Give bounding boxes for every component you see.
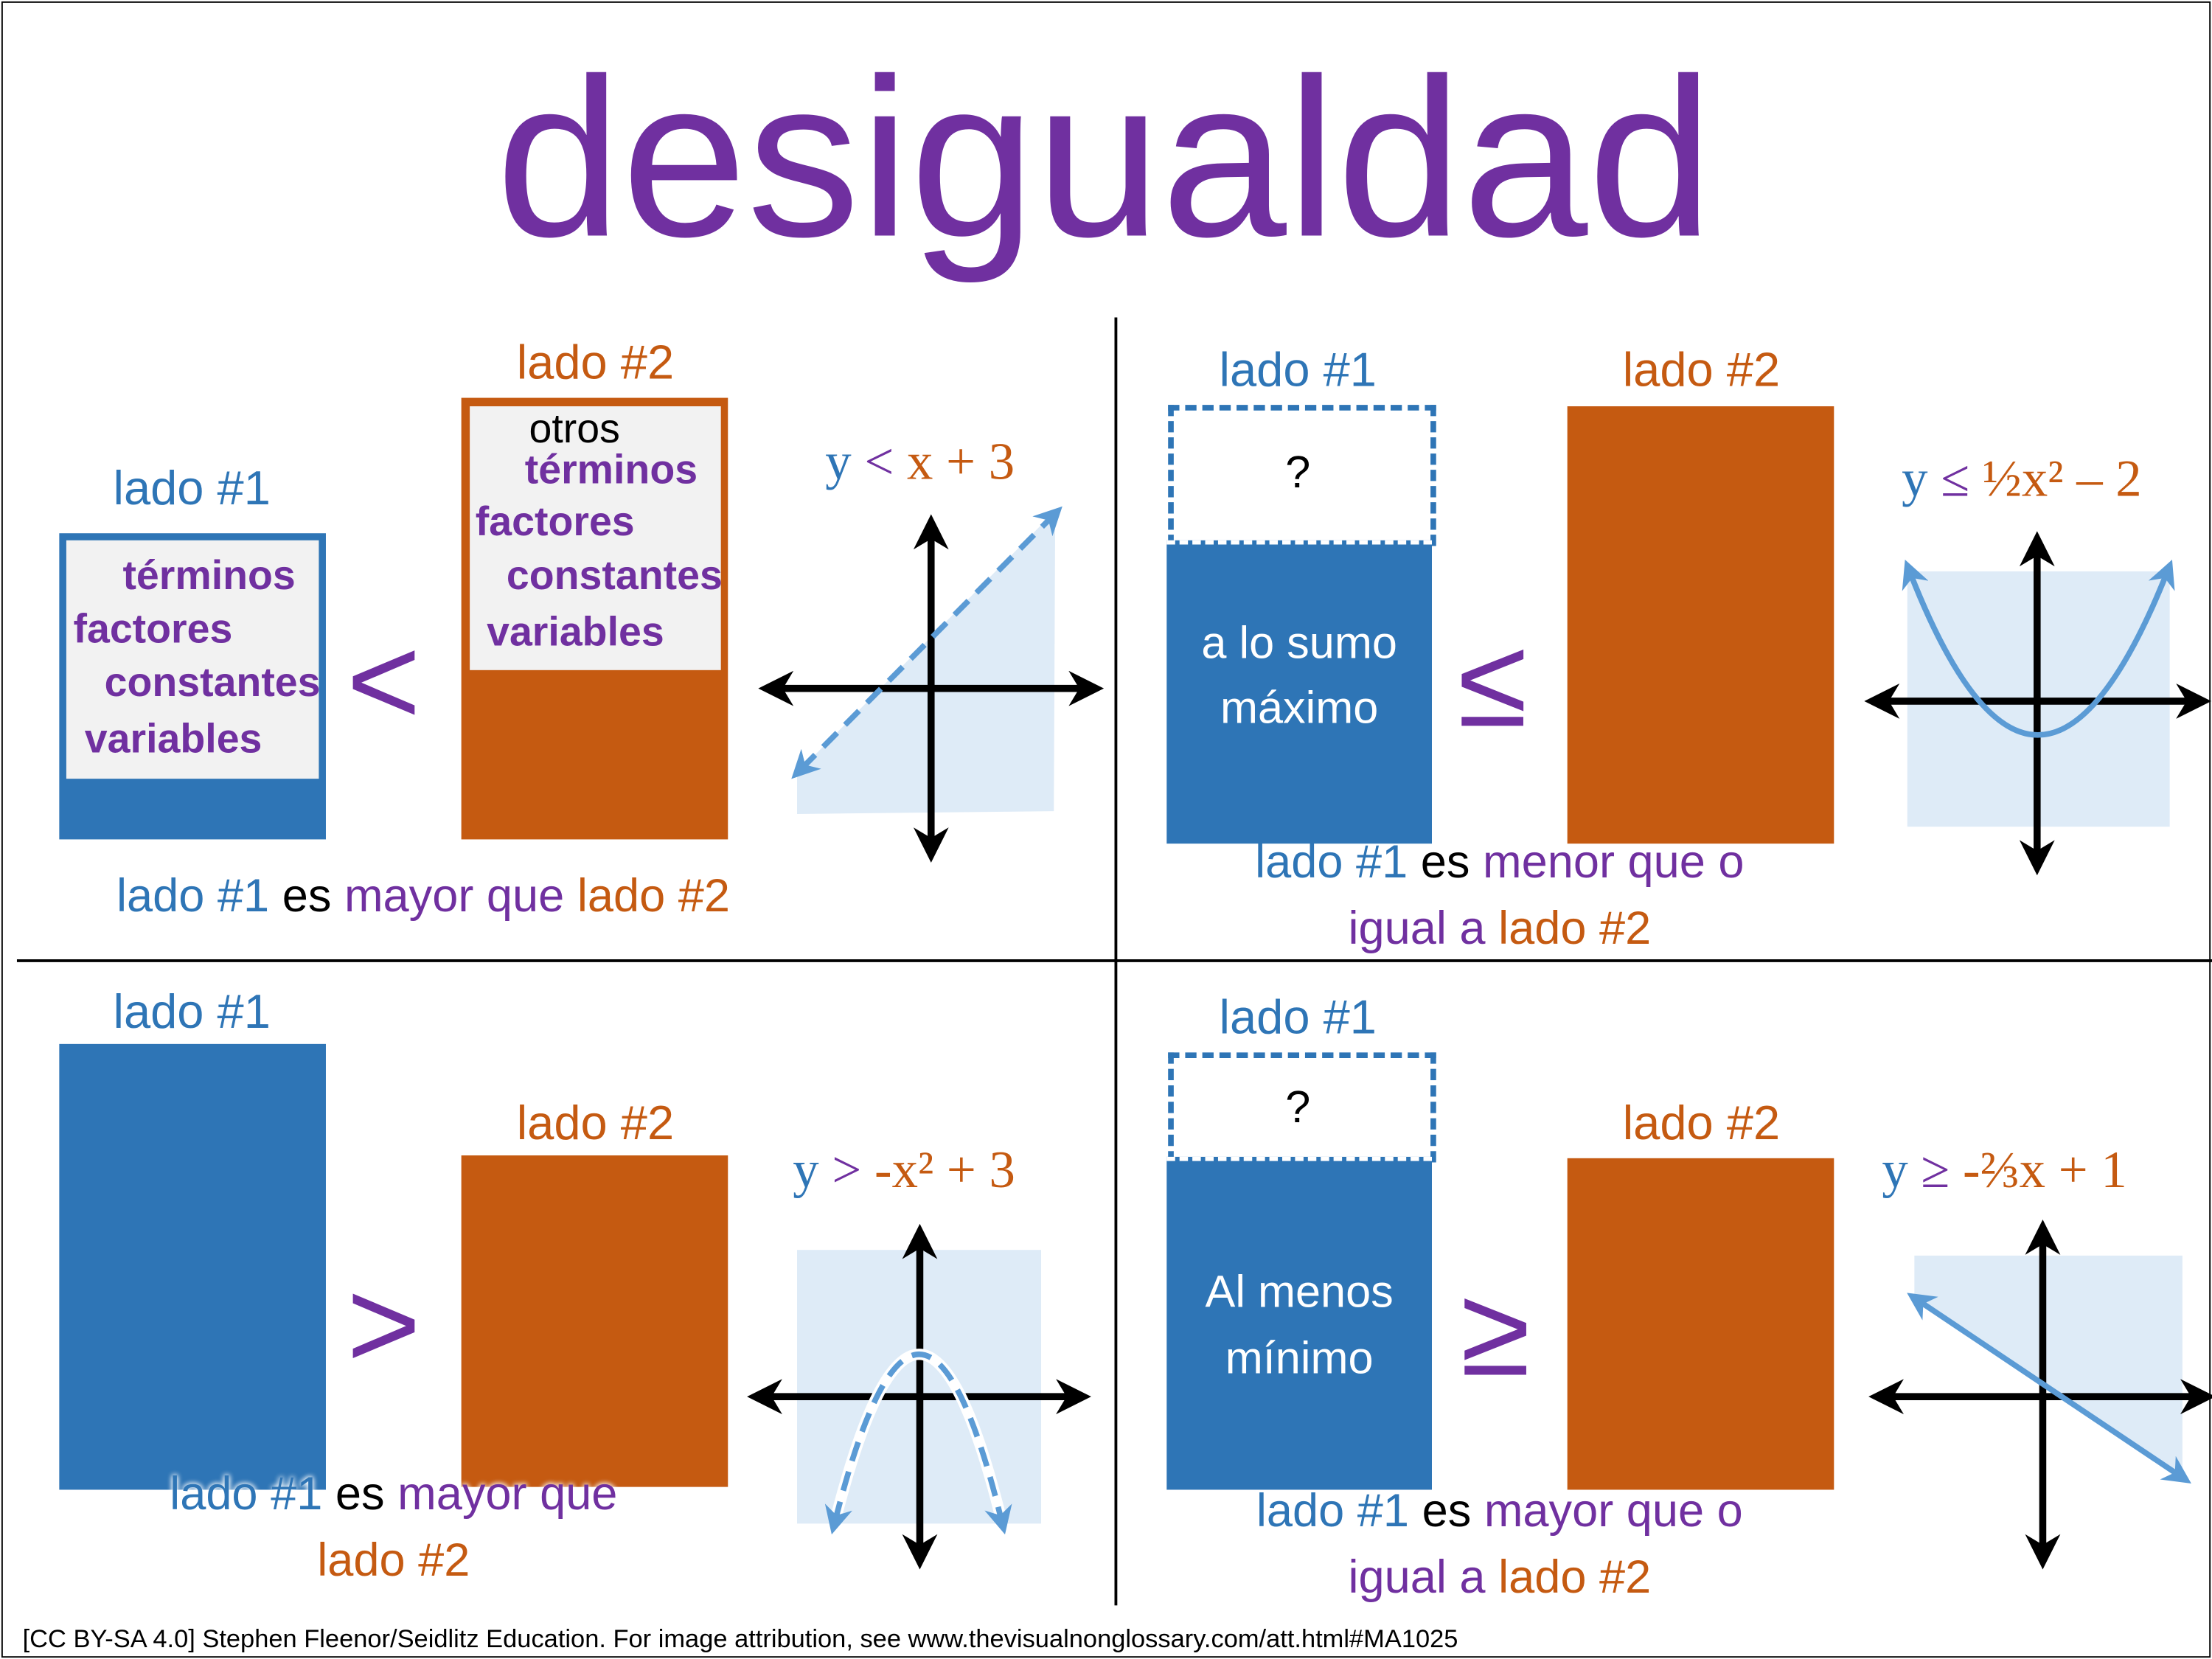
sentence-relation: igual a [1348, 1550, 1486, 1603]
sentence-side1: lado #1 [170, 1467, 323, 1520]
graph-parabola-less-or-equal [1864, 531, 2212, 876]
side2-label: lado #2 [516, 336, 675, 391]
side2-bar [1567, 1158, 1834, 1490]
side1-label: lado #1 [1219, 343, 1377, 397]
sentence-line1: lado #1 es mayor que [170, 1467, 617, 1521]
greater-than-symbol: > [347, 1254, 421, 1397]
side1-text: Al menos [1205, 1266, 1394, 1318]
sentence-line1: lado #1 es menor que o [1255, 835, 1744, 889]
sentence-relation: mayor que o [1484, 1484, 1743, 1537]
attribution-footer: [CC BY-SA 4.0] Stephen Fleenor/Seidlitz … [22, 1624, 1458, 1653]
graph-linear-greater-or-equal [1868, 1220, 2212, 1570]
unknown-mark: ? [1285, 446, 1311, 498]
side2-label: lado #2 [1622, 343, 1781, 397]
horizontal-divider [16, 959, 2212, 961]
boundary-curve-dashed [824, 1352, 1012, 1535]
sentence-relation: mayor que [344, 869, 565, 922]
side1-bar [1166, 540, 1432, 844]
side1-label: lado #1 [1219, 991, 1377, 1045]
equation: y < x + 3 [825, 432, 1015, 493]
boundary-line-dashed [791, 506, 1062, 779]
sentence-verb: es [1420, 835, 1470, 888]
unknown-dashed-box [1168, 1052, 1436, 1163]
eq-y: y [825, 434, 852, 492]
term-item: constantes [506, 553, 723, 599]
shaded-region [797, 510, 1056, 814]
eq-rhs: x + 3 [907, 434, 1015, 492]
sentence: lado #1 es mayor que lado #2 [116, 869, 730, 923]
sentence-verb: es [282, 869, 332, 922]
side2-bar [461, 1155, 728, 1487]
term-item: constantes [104, 661, 321, 706]
unknown-mark: ? [1285, 1081, 1311, 1133]
eq-op: > [832, 1141, 862, 1200]
side2-label: lado #2 [516, 1096, 675, 1151]
eq-op: ≤ [1941, 451, 1970, 509]
eq-rhs: -x² + 3 [874, 1141, 1015, 1200]
term-item: términos [524, 448, 698, 493]
sentence-relation: mayor que [397, 1467, 618, 1520]
term-item: factores [73, 607, 233, 653]
vertical-divider [1114, 317, 1117, 1606]
equation: y ≥ -⅔x + 1 [1882, 1141, 2126, 1201]
eq-y: y [1882, 1141, 1908, 1200]
side2-label: lado #2 [1622, 1096, 1781, 1151]
graph-parabola-greater-than [747, 1223, 1091, 1570]
page-title: desigualdad [495, 31, 1714, 284]
sentence-side1: lado #1 [1256, 1484, 1410, 1537]
term-item: factores [475, 500, 635, 546]
eq-y: y [793, 1141, 819, 1200]
side1-bar [1166, 1156, 1432, 1490]
sentence-line1: lado #1 es mayor que o [1256, 1484, 1743, 1538]
eq-y: y [1902, 451, 1928, 509]
eq-rhs: -⅔x + 1 [1962, 1141, 2127, 1200]
sentence-relation: igual a [1348, 901, 1486, 954]
eq-op: < [864, 434, 894, 492]
term-item: variables [487, 610, 664, 655]
sentence-side1: lado #1 [1255, 835, 1408, 888]
term-item: variables [84, 717, 262, 763]
equation: y ≤ ½x² – 2 [1902, 449, 2142, 509]
less-or-equal-symbol: ≤ [1458, 613, 1528, 754]
sentence-side2: lado #2 [317, 1533, 470, 1586]
sentence-verb: es [335, 1467, 385, 1520]
equation: y > -x² + 3 [793, 1141, 1015, 1201]
boundary-curve-solid [1902, 559, 2175, 738]
less-than-symbol: < [347, 611, 421, 753]
side1-text: a lo sumo [1201, 617, 1397, 668]
side1-label: lado #1 [113, 462, 271, 516]
side1-text: máximo [1220, 682, 1379, 733]
sentence-relation: menor que o [1483, 835, 1745, 888]
boundary-line-solid [1907, 1293, 2191, 1484]
graph-linear-less-than [758, 506, 1105, 863]
sentence-side2: lado #2 [1498, 901, 1652, 954]
term-item: términos [122, 553, 296, 599]
side2-bar [1567, 406, 1834, 844]
eq-op: ≥ [1921, 1141, 1950, 1200]
greater-or-equal-symbol: ≥ [1460, 1262, 1531, 1403]
unknown-dashed-box [1168, 405, 1436, 546]
sentence-side2: lado #2 [1498, 1550, 1652, 1603]
shaded-region [1914, 1255, 2183, 1479]
sentence-line2: igual a lado #2 [1348, 902, 1651, 956]
sentence-verb: es [1422, 1484, 1472, 1537]
side1-text: mínimo [1225, 1332, 1374, 1383]
side2-inner-box [470, 406, 721, 670]
side1-inner-box [66, 540, 319, 779]
sentence-side2: lado #2 [577, 869, 730, 922]
side1-bar [59, 1043, 326, 1490]
sentence-side1: lado #1 [116, 869, 270, 922]
sentence-line2: igual a lado #2 [1348, 1551, 1651, 1604]
side1-label: lado #1 [113, 985, 271, 1040]
eq-rhs: ½x² – 2 [1982, 451, 2142, 509]
other-label: otros [529, 406, 620, 453]
